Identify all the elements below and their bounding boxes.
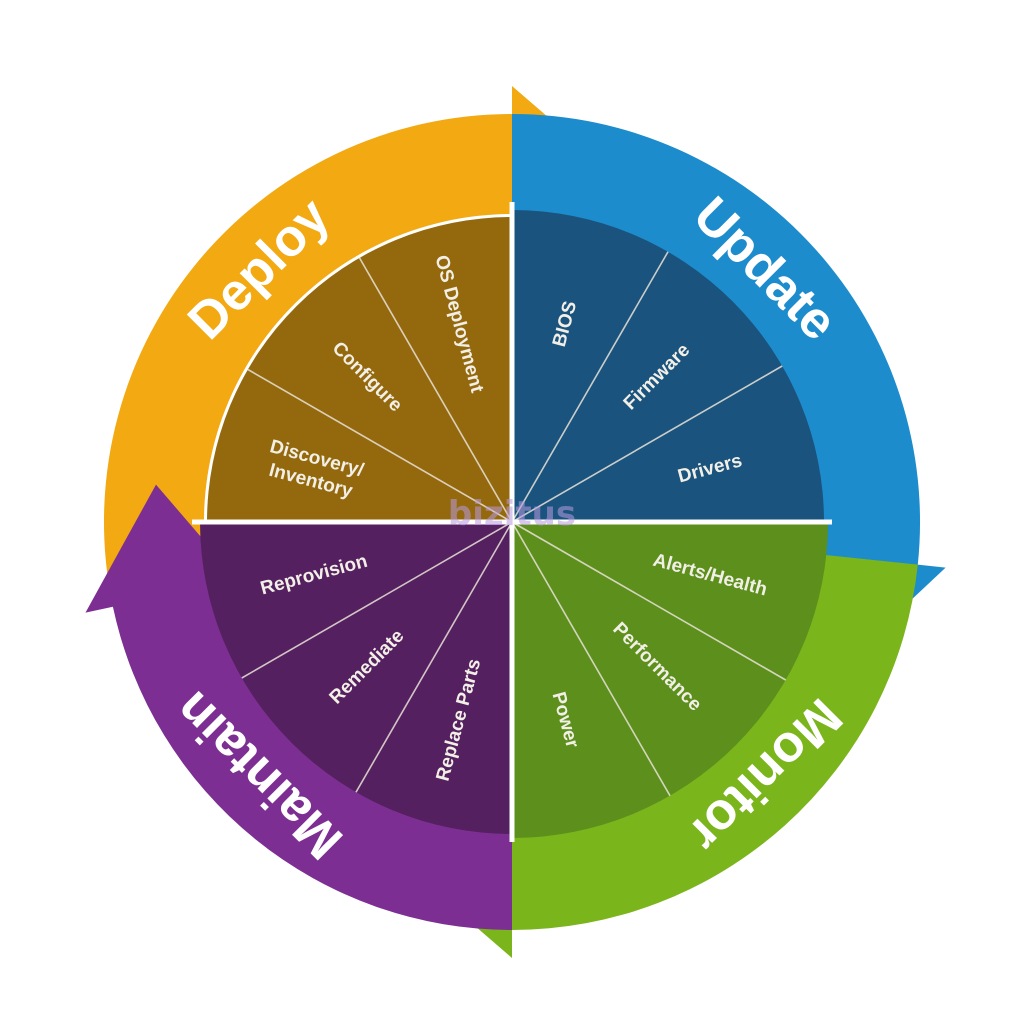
monitor-ring-arrow [401,554,918,958]
maintain-ring-arrow [85,484,512,930]
deploy-subdivider-1 [247,368,513,523]
update-subdivider-2 [511,365,783,523]
update-wedge [512,210,824,522]
maintain-subdivider-2 [241,521,513,679]
maintain-wedge [200,522,512,834]
deploy-wedge [207,217,512,522]
monitor-subdivider-2 [511,521,671,797]
watermark-text: bizitus [448,494,576,534]
update-subdivider-1 [511,251,669,523]
monitor-wedge [512,522,828,838]
maintain-subdivider-1 [355,521,513,793]
monitor-subdivider-1 [511,521,787,681]
update-ring-arrow [512,114,946,668]
deploy-subdivider-2 [358,257,513,523]
wedge-layer [200,210,828,838]
divider-layer [192,202,832,842]
ring-layer [85,86,946,958]
